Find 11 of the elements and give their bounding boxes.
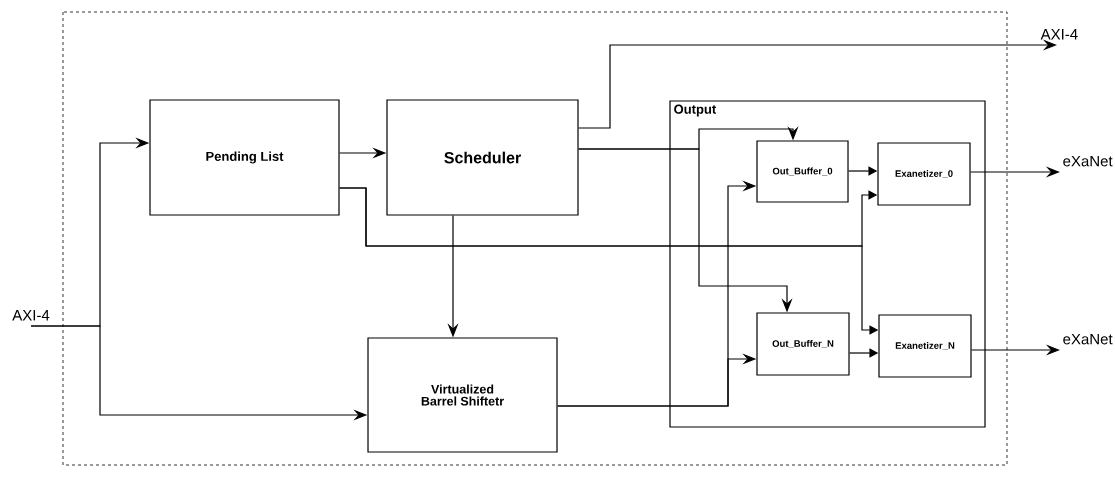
port-label: AXI-4 [12, 310, 50, 321]
process-box: Pending List [149, 99, 340, 216]
buffer-box: Exanetizer_N [878, 314, 972, 378]
port-label: eXaNet [1063, 155, 1113, 167]
process-box: Scheduler [386, 99, 579, 216]
port-label: eXaNet [1063, 333, 1113, 345]
buffer-box: Out_Buffer_0 [756, 140, 849, 203]
port-label: AXI-4 [1040, 29, 1078, 40]
buffer-box: Out_Buffer_N [756, 312, 850, 376]
buffer-box: Exanetizer_0 [877, 142, 971, 206]
process-box: Virtualized Barrel Shiftetr [367, 337, 558, 453]
